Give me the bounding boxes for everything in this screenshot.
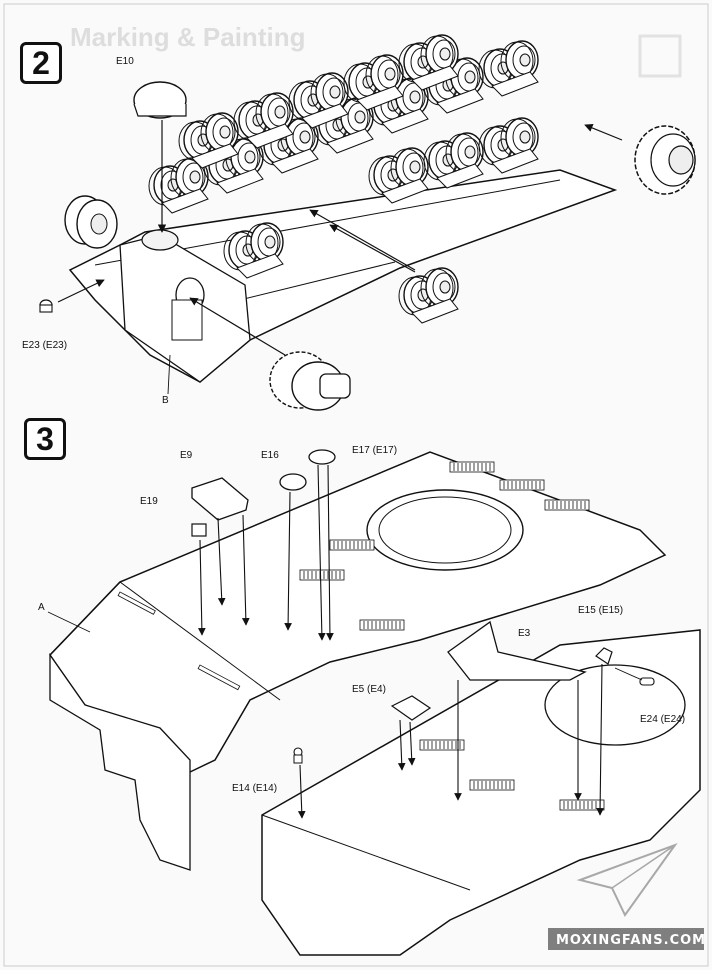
label-e23: E23 (E23) [22, 340, 67, 351]
label-e16: E16 [261, 450, 279, 461]
label-a: A [38, 602, 45, 613]
label-e3: E3 [518, 628, 531, 639]
label-e24: E24 (E24) [640, 714, 685, 725]
label-e19: E19 [140, 496, 158, 507]
step2-diagram [39, 35, 696, 411]
label-e9: E9 [180, 450, 193, 461]
label-e5: E5 (E4) [352, 684, 386, 695]
label-e10: E10 [116, 56, 134, 67]
paper-plane-icon [576, 842, 678, 917]
step-number-3: 3 [24, 418, 66, 460]
step3-diagram [47, 449, 701, 956]
watermark-text: MOXINGFANS.COM [556, 933, 706, 948]
label-b: B [162, 395, 169, 406]
ghost-title: Marking & Painting [70, 22, 305, 52]
label-e15: E15 (E15) [578, 605, 623, 616]
step-number-2: 2 [20, 42, 62, 84]
label-e17: E17 (E17) [352, 445, 397, 456]
label-e14: E14 (E14) [232, 783, 277, 794]
